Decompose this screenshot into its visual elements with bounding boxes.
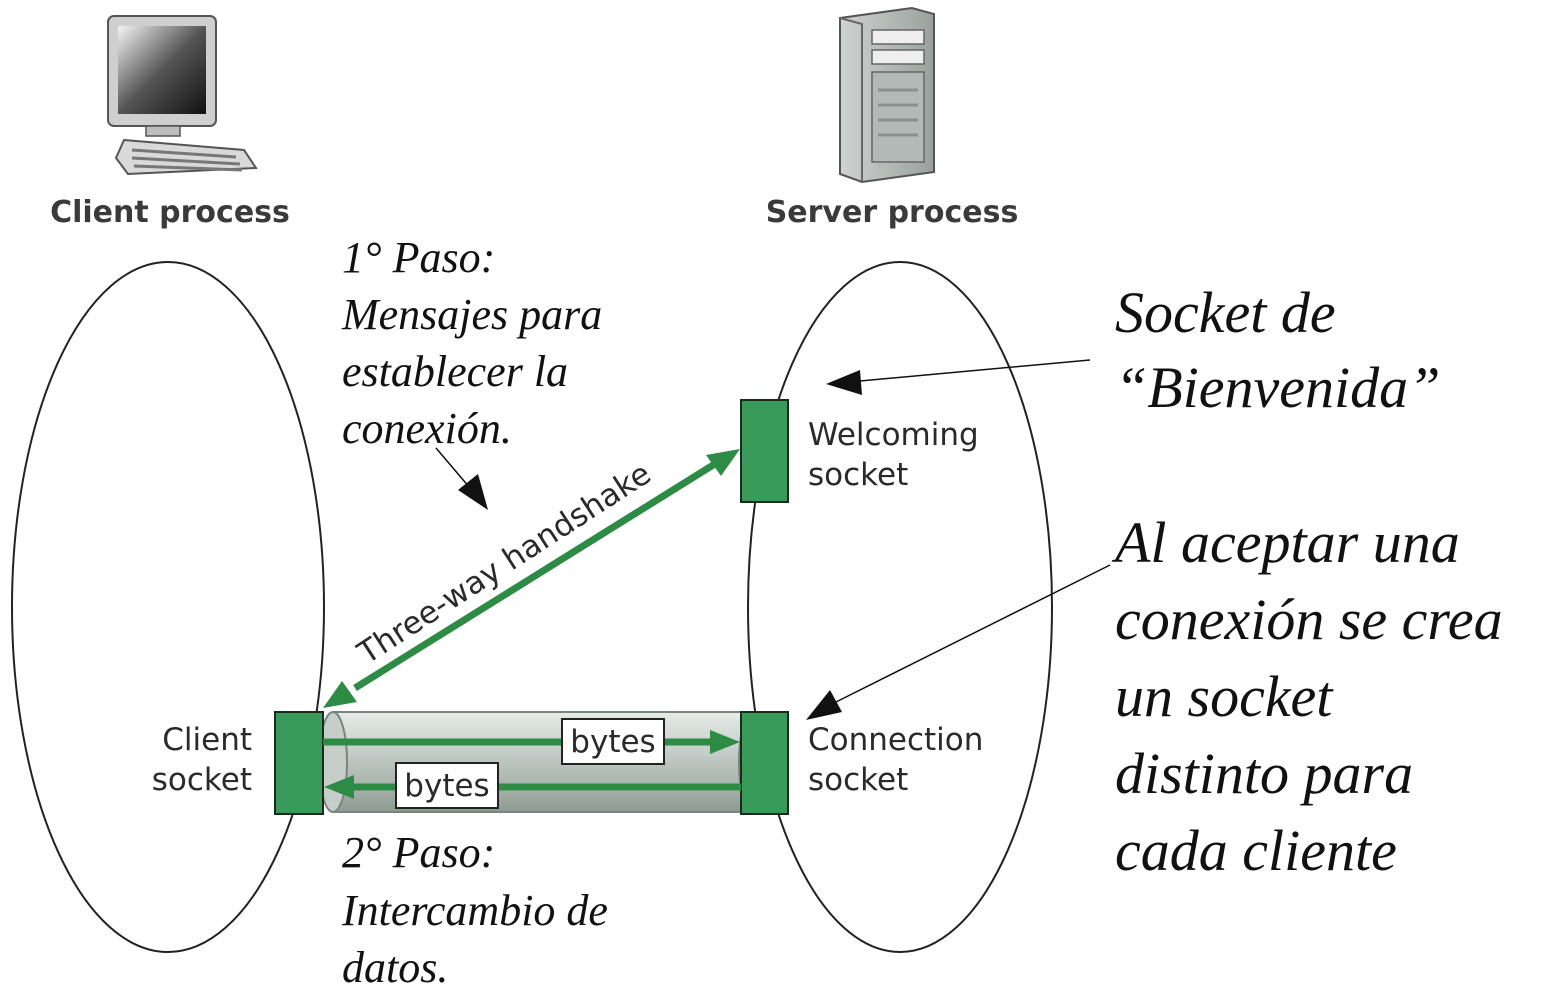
- welcome-callout-arrow: [826, 359, 1091, 395]
- svg-text:“Bienvenida”: “Bienvenida”: [1115, 355, 1440, 420]
- svg-text:un socket: un socket: [1115, 664, 1334, 729]
- svg-text:socket: socket: [808, 457, 908, 493]
- client-socket: [274, 711, 324, 815]
- svg-text:Socket de: Socket de: [1115, 280, 1336, 345]
- svg-text:conexión se crea: conexión se crea: [1115, 587, 1503, 652]
- accept-callout-arrow: [806, 564, 1111, 720]
- bytes-label-upper: bytes: [570, 724, 655, 760]
- step2-note: 2° Paso: Intercambio de datos.: [341, 828, 608, 986]
- welcome-socket-callout: Socket de “Bienvenida”: [1115, 280, 1440, 420]
- svg-text:datos.: datos.: [342, 943, 448, 986]
- client-process-title: Client process: [50, 195, 290, 230]
- client-socket-label: Client socket: [152, 722, 252, 798]
- svg-text:cada cliente: cada cliente: [1115, 818, 1397, 883]
- svg-text:Welcoming: Welcoming: [808, 417, 979, 453]
- welcoming-socket-label: Welcoming socket: [808, 417, 979, 493]
- connection-socket: [740, 711, 789, 815]
- server-process-title: Server process: [766, 195, 1019, 230]
- step1-pointer-arrow: [435, 447, 488, 510]
- bytes-box-lower: bytes: [395, 762, 499, 809]
- svg-text:Mensajes para: Mensajes para: [341, 290, 602, 339]
- handshake-arrow: [323, 449, 740, 708]
- welcoming-socket: [740, 399, 789, 503]
- tcp-connection-pipe: [318, 711, 768, 813]
- svg-text:Connection: Connection: [808, 722, 983, 758]
- step1-note: 1° Paso: Mensajes para establecer la con…: [341, 233, 602, 453]
- svg-text:Intercambio de: Intercambio de: [341, 886, 608, 935]
- svg-text:1° Paso:: 1° Paso:: [342, 233, 495, 282]
- bytes-box-upper: bytes: [561, 718, 665, 765]
- server-process-ellipse: [747, 261, 1053, 953]
- svg-text:conexión.: conexión.: [342, 404, 512, 453]
- svg-text:socket: socket: [808, 762, 908, 798]
- bytes-label-lower: bytes: [404, 768, 489, 804]
- accept-connection-callout: Al aceptar una conexión se crea un socke…: [1111, 510, 1503, 883]
- svg-text:establecer la: establecer la: [342, 347, 568, 396]
- svg-text:2° Paso:: 2° Paso:: [342, 828, 495, 877]
- desktop-computer-icon: [107, 15, 258, 176]
- svg-text:distinto para: distinto para: [1115, 741, 1413, 806]
- handshake-label: Three-way handshake: [351, 456, 658, 673]
- svg-text:socket: socket: [152, 762, 252, 798]
- tower-server-icon: [839, 6, 935, 184]
- svg-text:Client: Client: [162, 722, 252, 758]
- connection-socket-label: Connection socket: [808, 722, 983, 798]
- client-process-ellipse: [11, 261, 325, 953]
- svg-text:Al aceptar una: Al aceptar una: [1111, 510, 1460, 575]
